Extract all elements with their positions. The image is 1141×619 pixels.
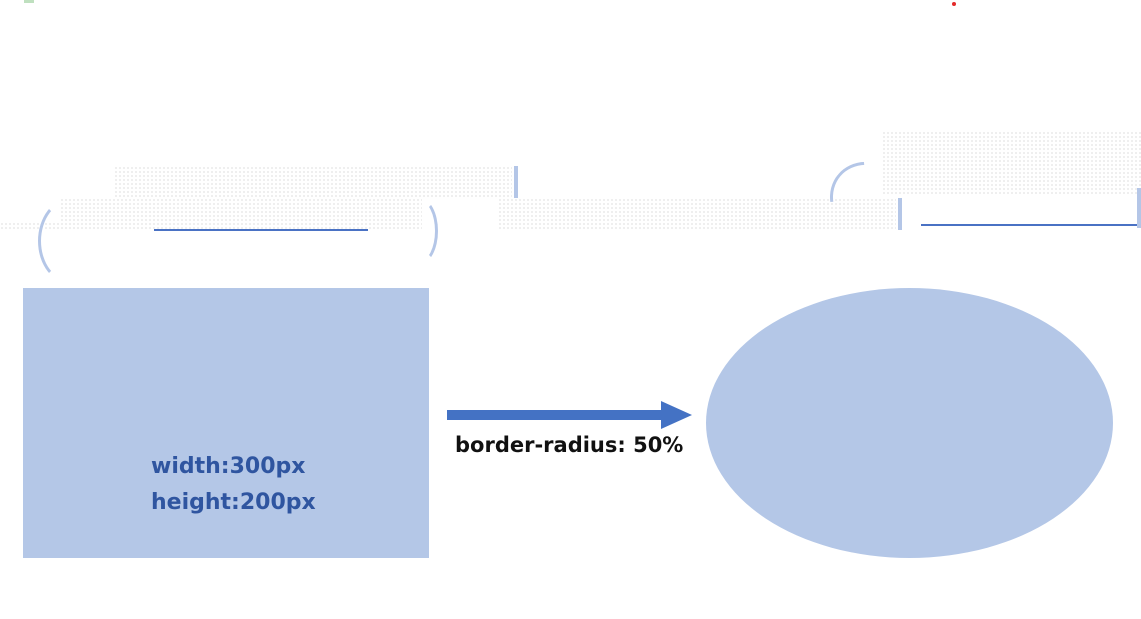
artifact-arc <box>402 198 438 264</box>
artifact-dotted-block <box>882 131 1141 195</box>
artifact-line <box>154 229 368 231</box>
source-rectangle: width:300px height:200px <box>23 288 429 558</box>
result-ellipse <box>706 288 1113 558</box>
transform-label: border-radius: 50% <box>455 433 684 457</box>
artifact-bar <box>898 198 902 230</box>
artifact-dotted-block <box>114 166 512 198</box>
height-label: height:200px <box>151 490 316 515</box>
artifact-dotted-block <box>0 222 60 230</box>
artifact-arc <box>38 198 104 284</box>
artifact-dotted-block <box>498 198 896 230</box>
artifact-bar <box>1137 188 1141 228</box>
artifact-dotted-block <box>60 198 422 230</box>
artifact-red-dot <box>952 2 956 6</box>
artifact-line <box>921 224 1137 226</box>
dimension-label: width:300px height:200px <box>151 449 316 521</box>
rendering-artifact-strip <box>0 0 1141 284</box>
artifact-bar <box>514 166 518 198</box>
artifact-green-mark <box>24 0 34 3</box>
right-arrow-icon <box>447 401 692 429</box>
width-label: width:300px <box>151 454 306 479</box>
